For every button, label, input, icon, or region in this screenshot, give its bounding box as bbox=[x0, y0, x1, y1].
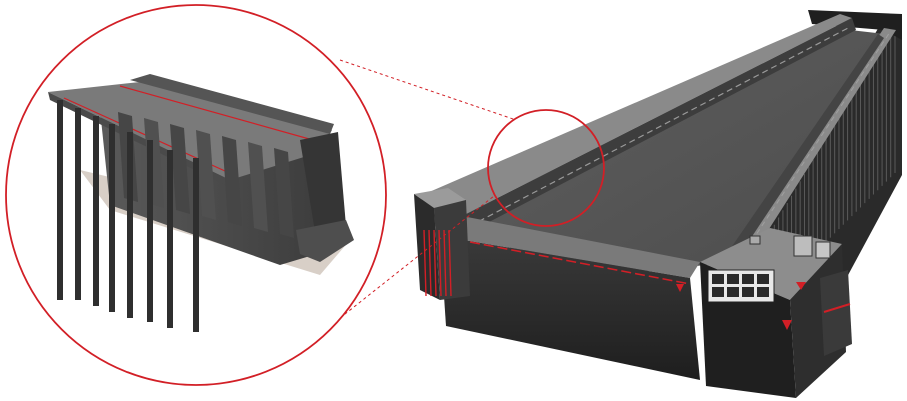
dock-floor bbox=[470, 30, 885, 280]
dock-left-pier-side bbox=[434, 200, 470, 300]
detail-pile bbox=[93, 116, 99, 306]
pier-pile bbox=[443, 229, 447, 297]
callout bbox=[339, 59, 605, 319]
detail-piles bbox=[57, 100, 199, 332]
pump-house-red-marker-3 bbox=[796, 282, 806, 290]
pier-pile bbox=[428, 229, 432, 297]
detail-pile bbox=[193, 158, 199, 332]
pump-house-window bbox=[727, 287, 739, 297]
pump-house-window bbox=[742, 287, 754, 297]
pump-house-window bbox=[727, 274, 739, 284]
detail-buttress-fin bbox=[170, 124, 190, 214]
dock-far-end-wall bbox=[808, 10, 902, 40]
detail-magnifier bbox=[5, 4, 387, 386]
detail-pile bbox=[57, 100, 63, 300]
detail-pile bbox=[147, 140, 153, 322]
dock-left-pier-top bbox=[414, 188, 466, 208]
callout-leader-lower bbox=[339, 195, 495, 319]
pump-house-window bbox=[757, 287, 769, 297]
detail-buttress-fin bbox=[248, 142, 268, 232]
detail-pile bbox=[109, 124, 115, 312]
dock-left-wall-detail bbox=[469, 26, 851, 227]
dock-left-wall-top bbox=[420, 14, 852, 216]
callout-leader-upper bbox=[339, 59, 517, 121]
detail-parapet bbox=[130, 74, 334, 134]
pier-pile bbox=[438, 229, 442, 297]
detail-circle-frame bbox=[5, 4, 387, 386]
side-annex bbox=[820, 270, 852, 356]
pump-house-windows bbox=[712, 274, 769, 297]
dock-left-pier-piles bbox=[423, 229, 452, 297]
detail-deck-red-line-2 bbox=[119, 85, 321, 143]
detail-wall-section bbox=[48, 74, 354, 332]
detail-buttress-fin bbox=[196, 130, 216, 220]
pier-pile bbox=[433, 229, 437, 297]
dock-model bbox=[414, 10, 902, 398]
detail-buttress-fin bbox=[222, 136, 242, 226]
pier-pile bbox=[448, 229, 452, 297]
dock-right-wall-top bbox=[735, 28, 896, 262]
pump-house-window bbox=[712, 274, 724, 284]
detail-pile bbox=[127, 132, 133, 318]
roof-unit-3 bbox=[749, 235, 761, 245]
detail-buttress-fin bbox=[274, 148, 294, 238]
detail-pile bbox=[167, 150, 173, 328]
pump-house-window bbox=[742, 274, 754, 284]
pump-house-window bbox=[712, 287, 724, 297]
dock-front-wall-top bbox=[420, 196, 700, 278]
pump-house-window bbox=[757, 274, 769, 284]
callout-source-circle bbox=[487, 109, 605, 227]
detail-end-block-foot bbox=[296, 220, 354, 262]
dock-right-wall-inner bbox=[724, 34, 884, 262]
detail-pile bbox=[75, 108, 81, 300]
dock-left-pier-face bbox=[414, 194, 440, 300]
dock-front-red-line bbox=[469, 241, 691, 285]
pump-house-red-marker-1 bbox=[676, 284, 684, 292]
pump-house-red-marker-2 bbox=[782, 320, 792, 330]
detail-end-block bbox=[300, 132, 346, 238]
dock-front-wall-face bbox=[440, 236, 700, 380]
roof-unit-2 bbox=[815, 241, 831, 259]
roof-unit-1 bbox=[793, 235, 813, 257]
side-annex-red-line bbox=[823, 303, 851, 313]
pier-pile bbox=[423, 229, 427, 297]
